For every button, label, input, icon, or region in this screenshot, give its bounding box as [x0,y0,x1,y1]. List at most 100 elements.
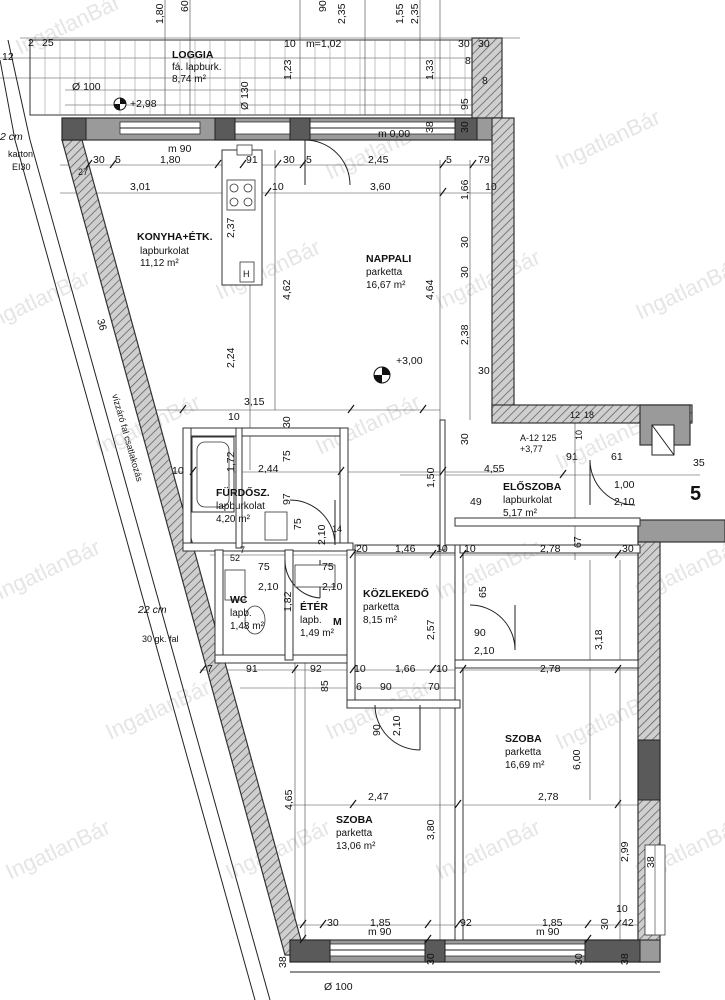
dim-top-235b: 2,35 [409,3,421,24]
room-eter-floor: lapb. [300,615,322,626]
dim-75d: 75 [322,561,334,573]
dim-210d: 2,10 [322,581,343,593]
room-nappali-floor: parketta [366,267,403,278]
dim-91a: 91 [246,154,258,166]
kitchen-mark-h: H [243,269,250,279]
dim-90b: 90 [380,681,392,693]
dim-257: 2,57 [425,619,437,640]
dim-52: 52 [230,553,240,563]
dim-9: 7 [207,663,213,675]
dim-top-180: 1,80 [154,3,166,24]
dim-30i: 30 [459,433,471,445]
dim-180: 1,80 [160,154,181,166]
watermark-17: IngatlanBár [2,814,115,884]
right-wall-upper [491,117,693,456]
room-szoba1-name: SZOBA [505,733,542,745]
room-wc-floor: lapb. [230,608,252,619]
dim-146: 1,46 [395,543,416,555]
dim-12: 12 [2,51,14,63]
dim-30f: 30 [459,266,471,278]
dim-10a: 10 [284,38,296,50]
dim-49: 49 [470,496,482,508]
dim-278c: 2,78 [538,791,559,803]
note-diam100-top: Ø 100 [72,81,101,93]
dim-10b: 10 [272,181,284,193]
interior-partitions [182,419,641,941]
room-eter-area: 1,49 m² [300,628,335,639]
dim-36: 36 [94,318,109,333]
dim-210a: 2,10 [614,496,635,508]
dim-278a: 2,78 [540,543,561,555]
eter-mark-m: M [333,616,342,628]
dim-30r1: 30 [459,121,471,133]
watermark-9: IngatlanBár [312,389,425,459]
dim-14: 14 [332,524,342,534]
watermark-19: IngatlanBár [432,814,545,884]
dim-95: 95 [459,98,471,110]
note-a12: A-12 125 [520,433,557,443]
dim-301: 3,01 [130,181,151,193]
dim-30a: 30 [458,38,470,50]
dim-10i: 10 [354,663,366,675]
level-m90-top: m 90 [168,143,192,155]
kitchen-fixtures: H [221,144,263,286]
room-furdo-floor: lapburkolat [216,501,265,512]
level-marker-nappali [373,366,391,384]
dim-600: 6,00 [571,749,583,770]
dim-30g: 30 [478,365,490,377]
dim-top-235a: 2,35 [336,3,348,24]
dim-30n: 30 [573,953,585,965]
dim-8b: 8 [482,75,488,87]
dim-97: 97 [281,493,293,505]
bottom-wall [289,939,661,973]
level-marker-loggia [113,97,127,111]
dim-7: 7 [240,545,245,555]
room-nappali-name: NAPPALI [366,253,411,265]
dim-455: 4,55 [484,463,505,475]
room-wc-name: WC [230,594,248,606]
dim-166: 1,66 [459,179,471,200]
right-wall-lower [637,519,725,963]
dim-210e: 2,10 [474,645,495,657]
dim-380: 3,80 [425,819,437,840]
dim-224: 2,24 [225,347,237,368]
room-kozlekedo-area: 8,15 m² [363,615,398,626]
dim-65: 65 [477,586,489,598]
dim-top-90: 90 [317,0,329,12]
dim-18: 18 [584,410,594,420]
room-szoba1-area: 16,69 m² [505,760,545,771]
room-szoba2-name: SZOBA [336,814,373,826]
dim-315: 3,15 [244,396,265,408]
note-35: 35 [693,457,705,469]
watermark-7: IngatlanBár [632,254,725,324]
room-kozlekedo-name: KÖZLEKEDŐ [363,587,429,600]
dim-244: 2,44 [258,463,279,475]
dim-38c: 38 [645,856,657,868]
room-furdo-name: FÜRDŐSZ. [216,486,270,499]
room-eloszoba-floor: lapburkolat [503,495,552,506]
dim-185a: 1,85 [370,917,391,929]
dim-27: 27 [78,167,88,177]
dim-30m: 30 [425,953,437,965]
dim-30h: 30 [281,416,293,428]
dim-42: 42 [622,917,634,929]
room-eloszoba-area: 5,17 m² [503,508,538,519]
dim-360: 3,60 [370,181,391,193]
dim-85: 85 [319,680,331,692]
room-szoba2-floor: parketta [336,828,373,839]
room-eter-name: ÉTÉR [300,600,328,613]
level-nappali: +3,00 [396,355,423,367]
dim-30c: 30 [93,154,105,166]
room-furdo-area: 4,20 m² [216,514,251,525]
dim-100: 1,00 [614,479,635,491]
level-loggia: +2,98 [130,98,157,110]
dim-464: 4,64 [424,279,436,300]
dimension-ticks [85,159,622,944]
dim-30d: 30 [283,154,295,166]
dim-91b: 91 [566,451,578,463]
dim-10f: 10 [172,465,184,477]
room-wc-area: 1,48 m² [230,621,265,632]
room-konyha-name: KONYHA+ÉTK. [137,230,213,243]
watermark-1: IngatlanBár [12,0,125,60]
